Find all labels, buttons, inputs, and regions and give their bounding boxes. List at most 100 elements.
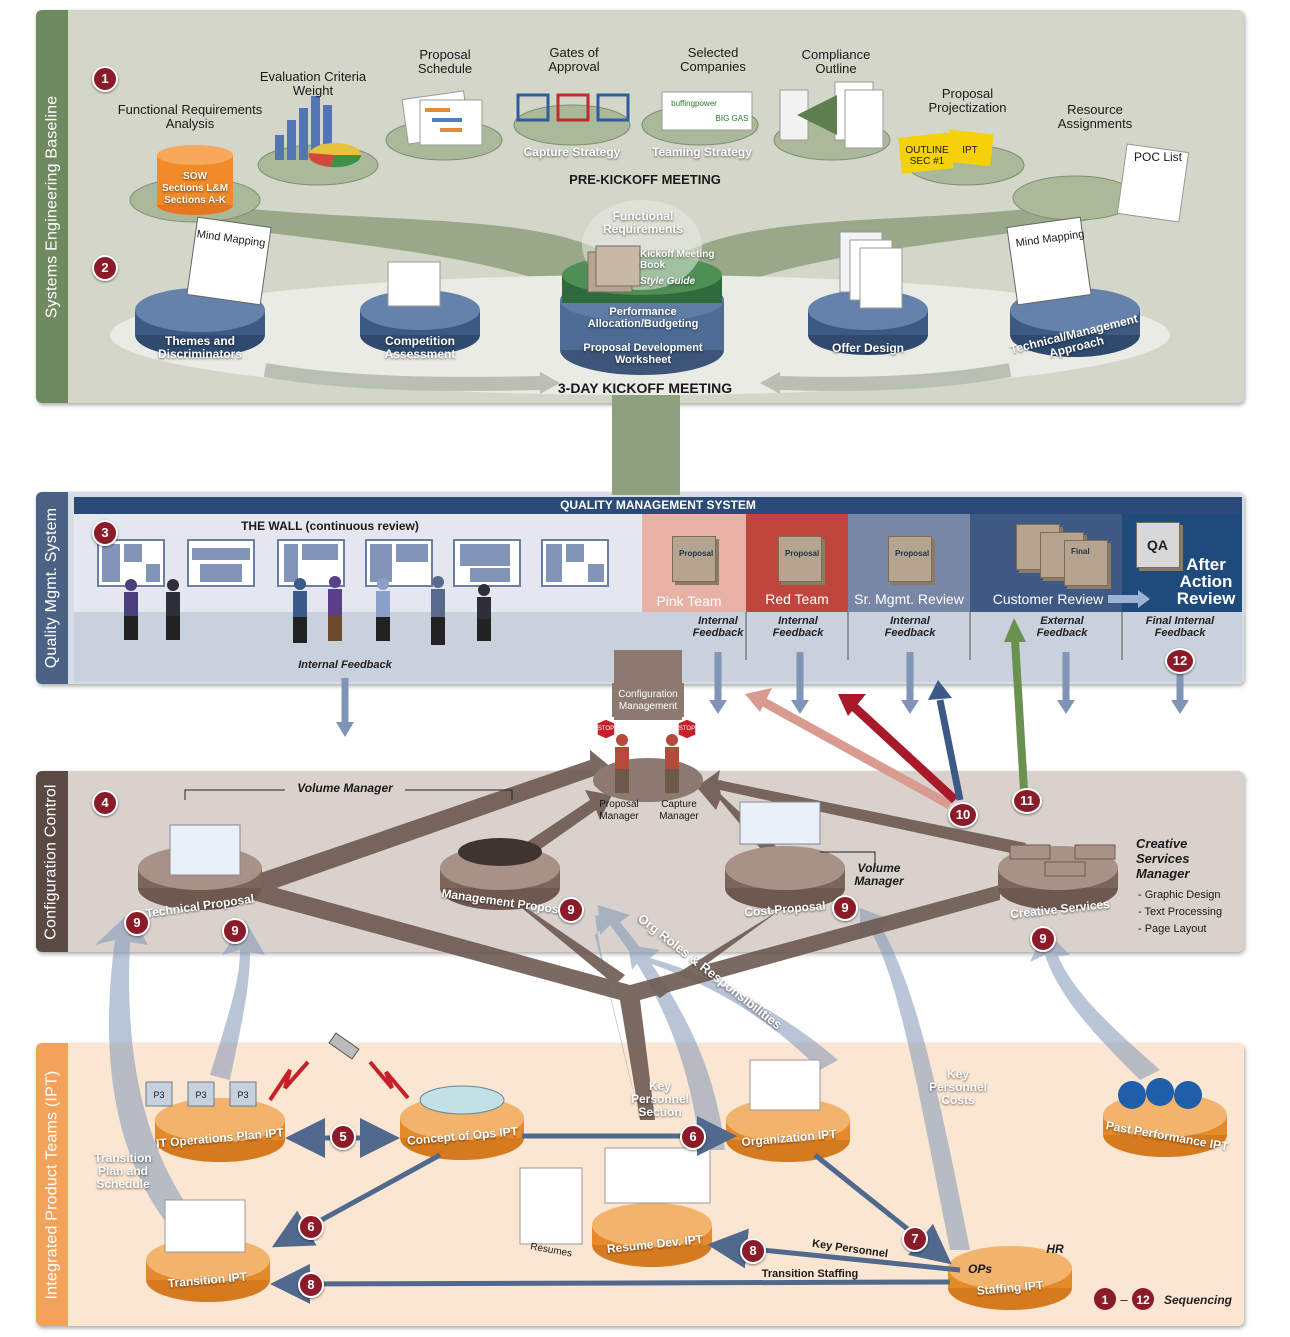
qa-book: QA bbox=[1136, 522, 1180, 568]
badge-4: 4 bbox=[92, 790, 118, 816]
label-functional-requirements-analysis: Functional Requirements Analysis bbox=[117, 102, 263, 131]
qms-header-bar bbox=[74, 497, 1242, 514]
label-style-guide: Style Guide bbox=[640, 276, 696, 287]
final-book-label: Final bbox=[1071, 547, 1090, 556]
creative-manager: Creative Services Manager bbox=[1136, 836, 1190, 881]
evaluation-pie-chart bbox=[308, 143, 362, 168]
qms-side-bar: Quality Mgmt. System bbox=[36, 492, 68, 684]
legend-from: 1 bbox=[1102, 1293, 1109, 1307]
badge-9e: 9 bbox=[1030, 926, 1056, 952]
badge-5: 5 bbox=[330, 1124, 356, 1150]
gates-of-approval bbox=[516, 93, 630, 122]
red-book-label: Proposal bbox=[785, 549, 820, 558]
pink-book-label: Proposal bbox=[679, 549, 714, 558]
ops-label: OPs bbox=[967, 1262, 992, 1276]
creative-desks bbox=[1009, 844, 1116, 877]
key-personnel-section: Key Personnel Section bbox=[630, 1079, 690, 1119]
ipt-upward-flows bbox=[95, 905, 1160, 1250]
legend-to: 12 bbox=[1136, 1293, 1150, 1307]
label-company-2: BIG GAS bbox=[715, 114, 749, 123]
sow-cylinder bbox=[157, 145, 233, 215]
badge-8b: 8 bbox=[298, 1272, 324, 1298]
label-compliance-outline: Compliance Outline bbox=[801, 47, 871, 76]
pink-arrow bbox=[757, 696, 953, 809]
srmgmt-arrow bbox=[936, 699, 964, 801]
seb-side-bar: Systems Engineering Baseline bbox=[36, 10, 68, 403]
label-performance-allocation: Performance Allocation/Budgeting bbox=[587, 306, 699, 330]
creative-item-3: - Page Layout bbox=[1138, 923, 1207, 935]
feedback-arrows bbox=[336, 652, 1189, 737]
badge-2: 2 bbox=[92, 255, 118, 281]
sow-line-1: SOW bbox=[183, 171, 207, 182]
badge-10: 10 bbox=[948, 802, 978, 828]
qa-book-label: QA bbox=[1147, 537, 1168, 553]
feedback-pink: Internal Feedback bbox=[692, 615, 744, 639]
concept-table bbox=[419, 1085, 505, 1115]
p3-label-3: P3 bbox=[237, 1090, 249, 1100]
wall-panel-fills bbox=[102, 544, 604, 582]
wall-feedback: Internal Feedback bbox=[298, 659, 392, 671]
stop-left: STOP bbox=[597, 726, 615, 732]
proposal-manager-label: Proposal Manager bbox=[599, 799, 639, 822]
legend-label: Sequencing bbox=[1164, 1293, 1233, 1307]
volume-manager-cost: Volume Manager bbox=[854, 861, 904, 888]
people-figures bbox=[124, 576, 679, 793]
label-selected-companies: Selected Companies bbox=[680, 45, 746, 74]
p3-label-2: P3 bbox=[195, 1090, 207, 1100]
ipt-side-bar: Integrated Product Teams (IPT) bbox=[36, 1043, 68, 1326]
label-evaluation-criteria: Evaluation Criteria Weight bbox=[259, 69, 367, 98]
label-competition: Competition Assessment bbox=[384, 334, 456, 361]
creative-item-2: - Text Processing bbox=[1138, 906, 1223, 918]
badge-3: 3 bbox=[92, 520, 118, 546]
customer-arrow bbox=[1011, 639, 1028, 791]
label-capture-strategy: Capture Strategy bbox=[523, 145, 621, 159]
red-book: Proposal bbox=[778, 536, 822, 582]
wall-floor bbox=[74, 612, 642, 682]
label-kickoff-book: Kickoff Meeting Book bbox=[640, 249, 715, 271]
badge-6b: 6 bbox=[298, 1214, 324, 1240]
transition-board bbox=[164, 1199, 246, 1253]
outline-notes bbox=[898, 129, 994, 174]
feedback-final: Final Internal Feedback bbox=[1145, 615, 1215, 639]
badge-7: 7 bbox=[902, 1226, 928, 1252]
kickoff-title: 3-DAY KICKOFF MEETING bbox=[557, 380, 733, 396]
compliance-sheets bbox=[779, 81, 884, 149]
label-poc-list: POC List bbox=[1133, 150, 1182, 164]
label-company-1: buffingpower bbox=[671, 99, 717, 108]
label-proposal-schedule: Proposal Schedule bbox=[417, 47, 473, 76]
past-performance-ribbons bbox=[1118, 1078, 1202, 1109]
label-offer-design: Offer Design bbox=[831, 341, 904, 355]
srmgmt-book: Proposal bbox=[888, 536, 932, 582]
badge-1: 1 bbox=[92, 66, 118, 92]
competition-board bbox=[387, 261, 441, 307]
srmgmt-book-label: Proposal bbox=[895, 549, 930, 558]
label-outline: OUTLINE SEC #1 bbox=[905, 145, 949, 167]
transition-plan: Transition Plan and Schedule bbox=[94, 1151, 152, 1191]
label-teaming-strategy: Teaming Strategy bbox=[652, 145, 752, 159]
cc-central-floor bbox=[593, 758, 703, 802]
qms-header: QUALITY MANAGEMENT SYSTEM bbox=[560, 498, 756, 512]
volume-manager-bracket-2 bbox=[820, 851, 876, 868]
kickoff-book bbox=[587, 245, 641, 293]
hr-label: HR bbox=[1046, 1242, 1064, 1256]
org-chart-board bbox=[749, 1059, 821, 1111]
companies-sign bbox=[661, 91, 753, 131]
offer-design-sheets bbox=[839, 231, 903, 309]
evaluation-bar-chart bbox=[275, 96, 332, 160]
label-proposal-projectization: Proposal Projectization bbox=[928, 86, 1007, 115]
kickoff-arrow-right bbox=[779, 363, 1012, 391]
review-floor bbox=[642, 612, 1242, 682]
volume-manager-top: Volume Manager bbox=[285, 781, 405, 795]
resume-sheets bbox=[519, 1147, 711, 1245]
stop-signs bbox=[596, 718, 697, 740]
it-ops-monitors bbox=[145, 1081, 257, 1107]
schedule-sheets bbox=[401, 90, 483, 146]
legend-dash: – bbox=[1120, 1292, 1128, 1307]
capture-manager-label: Capture Manager bbox=[659, 799, 699, 822]
review-customer: Customer Review bbox=[992, 591, 1104, 607]
cc-side-bar: Configuration Control bbox=[36, 771, 68, 952]
satellite bbox=[328, 1032, 360, 1060]
red-arrow bbox=[848, 701, 959, 804]
mind-mapping-boards bbox=[186, 216, 1092, 306]
lightning-2 bbox=[368, 1060, 410, 1100]
